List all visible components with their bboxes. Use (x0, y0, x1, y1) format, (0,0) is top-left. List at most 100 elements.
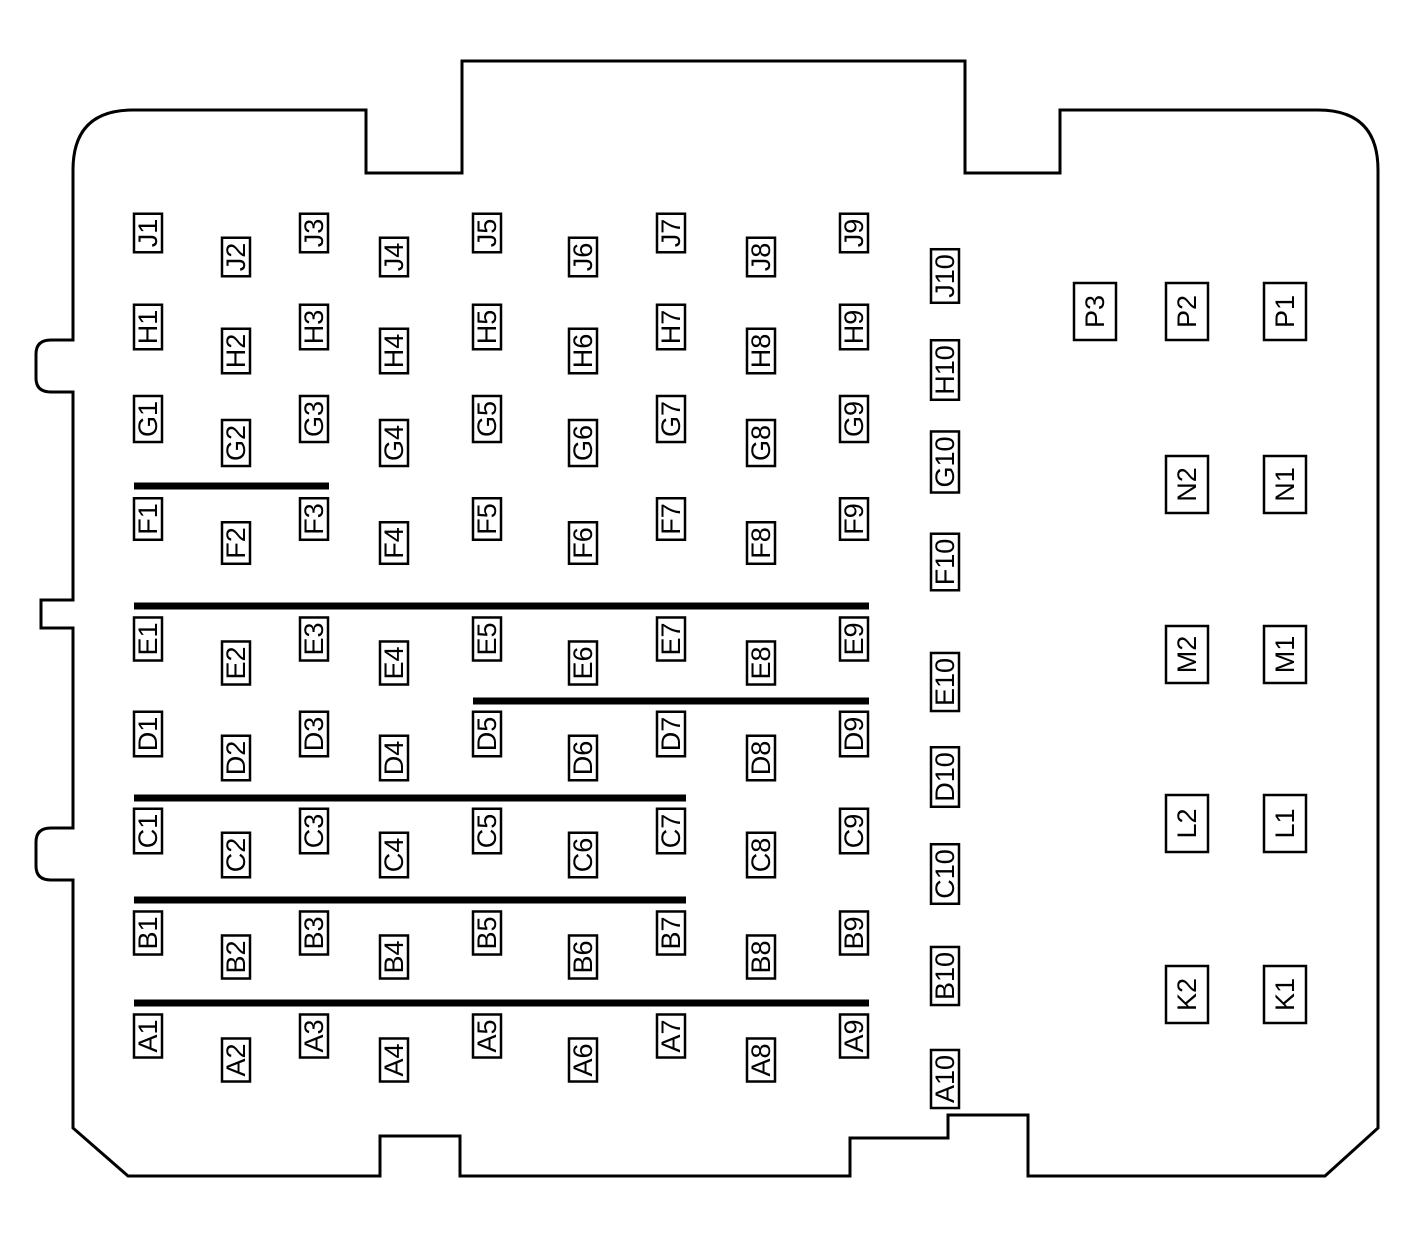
pin-m1-label: M1 (1270, 636, 1300, 674)
pin-h4: H4 (378, 327, 410, 375)
pin-b7-label: B7 (656, 916, 686, 949)
pin-l1: L1 (1262, 793, 1308, 854)
pin-g10: G10 (929, 430, 961, 494)
pin-a6-label: A6 (568, 1043, 598, 1076)
pin-f10-label: F10 (930, 539, 960, 586)
pin-p1-label: P1 (1270, 295, 1300, 328)
pin-c5-label: C5 (472, 814, 502, 849)
pin-e8: E8 (745, 640, 777, 686)
pin-f1-label: F1 (133, 503, 163, 535)
pin-c10-label: C10 (930, 849, 960, 899)
pin-a9: A9 (838, 1013, 870, 1059)
pin-g8-label: G8 (746, 425, 776, 461)
pin-h8-label: H8 (746, 334, 776, 369)
pin-c4: C4 (378, 831, 410, 879)
pin-b9-label: B9 (839, 916, 869, 949)
pin-e4-label: E4 (379, 646, 409, 679)
pin-f3: F3 (298, 496, 330, 542)
pin-g5-label: G5 (472, 401, 502, 437)
pin-h6-label: H6 (568, 334, 598, 369)
pin-a2-label: A2 (221, 1043, 251, 1076)
pin-b2: B2 (220, 934, 252, 980)
pin-e1-label: E1 (133, 622, 163, 655)
pin-a5: A5 (471, 1013, 503, 1059)
pin-c6-label: C6 (568, 838, 598, 873)
pin-c7-label: C7 (656, 814, 686, 849)
pin-e2: E2 (220, 640, 252, 686)
pin-j5: J5 (471, 212, 503, 254)
pin-g4: G4 (378, 418, 410, 468)
pin-d6: D6 (567, 734, 599, 782)
pin-j5-label: J5 (472, 219, 502, 248)
pin-c1: C1 (132, 807, 164, 855)
pin-j4: J4 (378, 236, 410, 278)
pin-b3: B3 (298, 910, 330, 956)
pin-h1-label: H1 (133, 310, 163, 345)
pin-c3-label: C3 (299, 814, 329, 849)
pin-d5-label: D5 (472, 717, 502, 752)
pin-h7: H7 (655, 303, 687, 351)
pin-b6: B6 (567, 934, 599, 980)
pin-k2: K2 (1164, 964, 1210, 1025)
pin-c3: C3 (298, 807, 330, 855)
pin-d2: D2 (220, 734, 252, 782)
pin-c2-label: C2 (221, 838, 251, 873)
pin-h7-label: H7 (656, 310, 686, 345)
pin-d1: D1 (132, 710, 164, 758)
pin-e8-label: E8 (746, 646, 776, 679)
pin-c10: C10 (929, 842, 961, 906)
pin-f10: F10 (929, 532, 961, 592)
pin-a1: A1 (132, 1013, 164, 1059)
pin-j2-label: J2 (221, 243, 251, 272)
pin-h3: H3 (298, 303, 330, 351)
pin-k2-label: K2 (1172, 978, 1202, 1011)
pin-c7: C7 (655, 807, 687, 855)
pin-g7: G7 (655, 394, 687, 444)
pin-d3: D3 (298, 710, 330, 758)
pin-d10-label: D10 (930, 752, 960, 802)
pin-p3-label: P3 (1080, 295, 1110, 328)
pin-e1: E1 (132, 616, 164, 662)
pin-b5-label: B5 (472, 916, 502, 949)
pin-h2: H2 (220, 327, 252, 375)
pin-d6-label: D6 (568, 741, 598, 776)
pin-d1-label: D1 (133, 717, 163, 752)
pin-f8-label: F8 (746, 527, 776, 559)
pin-g4-label: G4 (379, 425, 409, 461)
pin-n2: N2 (1164, 454, 1210, 515)
pin-j8-label: J8 (746, 243, 776, 272)
pin-j1-label: J1 (133, 219, 163, 248)
pin-a2: A2 (220, 1037, 252, 1083)
pin-h1: H1 (132, 303, 164, 351)
pin-b4-label: B4 (379, 940, 409, 973)
pin-p3: P3 (1072, 281, 1118, 342)
pin-a3-label: A3 (299, 1019, 329, 1052)
pin-c4-label: C4 (379, 838, 409, 873)
pin-e7: E7 (655, 616, 687, 662)
pin-d8-label: D8 (746, 741, 776, 776)
pin-p2-label: P2 (1172, 295, 1202, 328)
pin-d7-label: D7 (656, 717, 686, 752)
pin-e10: E10 (929, 651, 961, 713)
pin-l2: L2 (1164, 793, 1210, 854)
pin-e9: E9 (838, 616, 870, 662)
pin-g3-label: G3 (299, 401, 329, 437)
pin-f5-label: F5 (472, 503, 502, 535)
pin-b5: B5 (471, 910, 503, 956)
pin-h8: H8 (745, 327, 777, 375)
pin-d4-label: D4 (379, 741, 409, 776)
pin-d2-label: D2 (221, 741, 251, 776)
pin-f3-label: F3 (299, 503, 329, 535)
pin-p2: P2 (1164, 281, 1210, 342)
pin-m1: M1 (1262, 624, 1308, 685)
pin-c9: C9 (838, 807, 870, 855)
bus-bar-group (134, 482, 869, 1007)
pin-a10-label: A10 (930, 1055, 960, 1103)
pin-h9: H9 (838, 303, 870, 351)
pin-h4-label: H4 (379, 334, 409, 369)
pin-f9: F9 (838, 496, 870, 542)
pin-d5: D5 (471, 710, 503, 758)
pin-d8: D8 (745, 734, 777, 782)
pin-a5-label: A5 (472, 1019, 502, 1052)
pin-k1-label: K1 (1270, 978, 1300, 1011)
